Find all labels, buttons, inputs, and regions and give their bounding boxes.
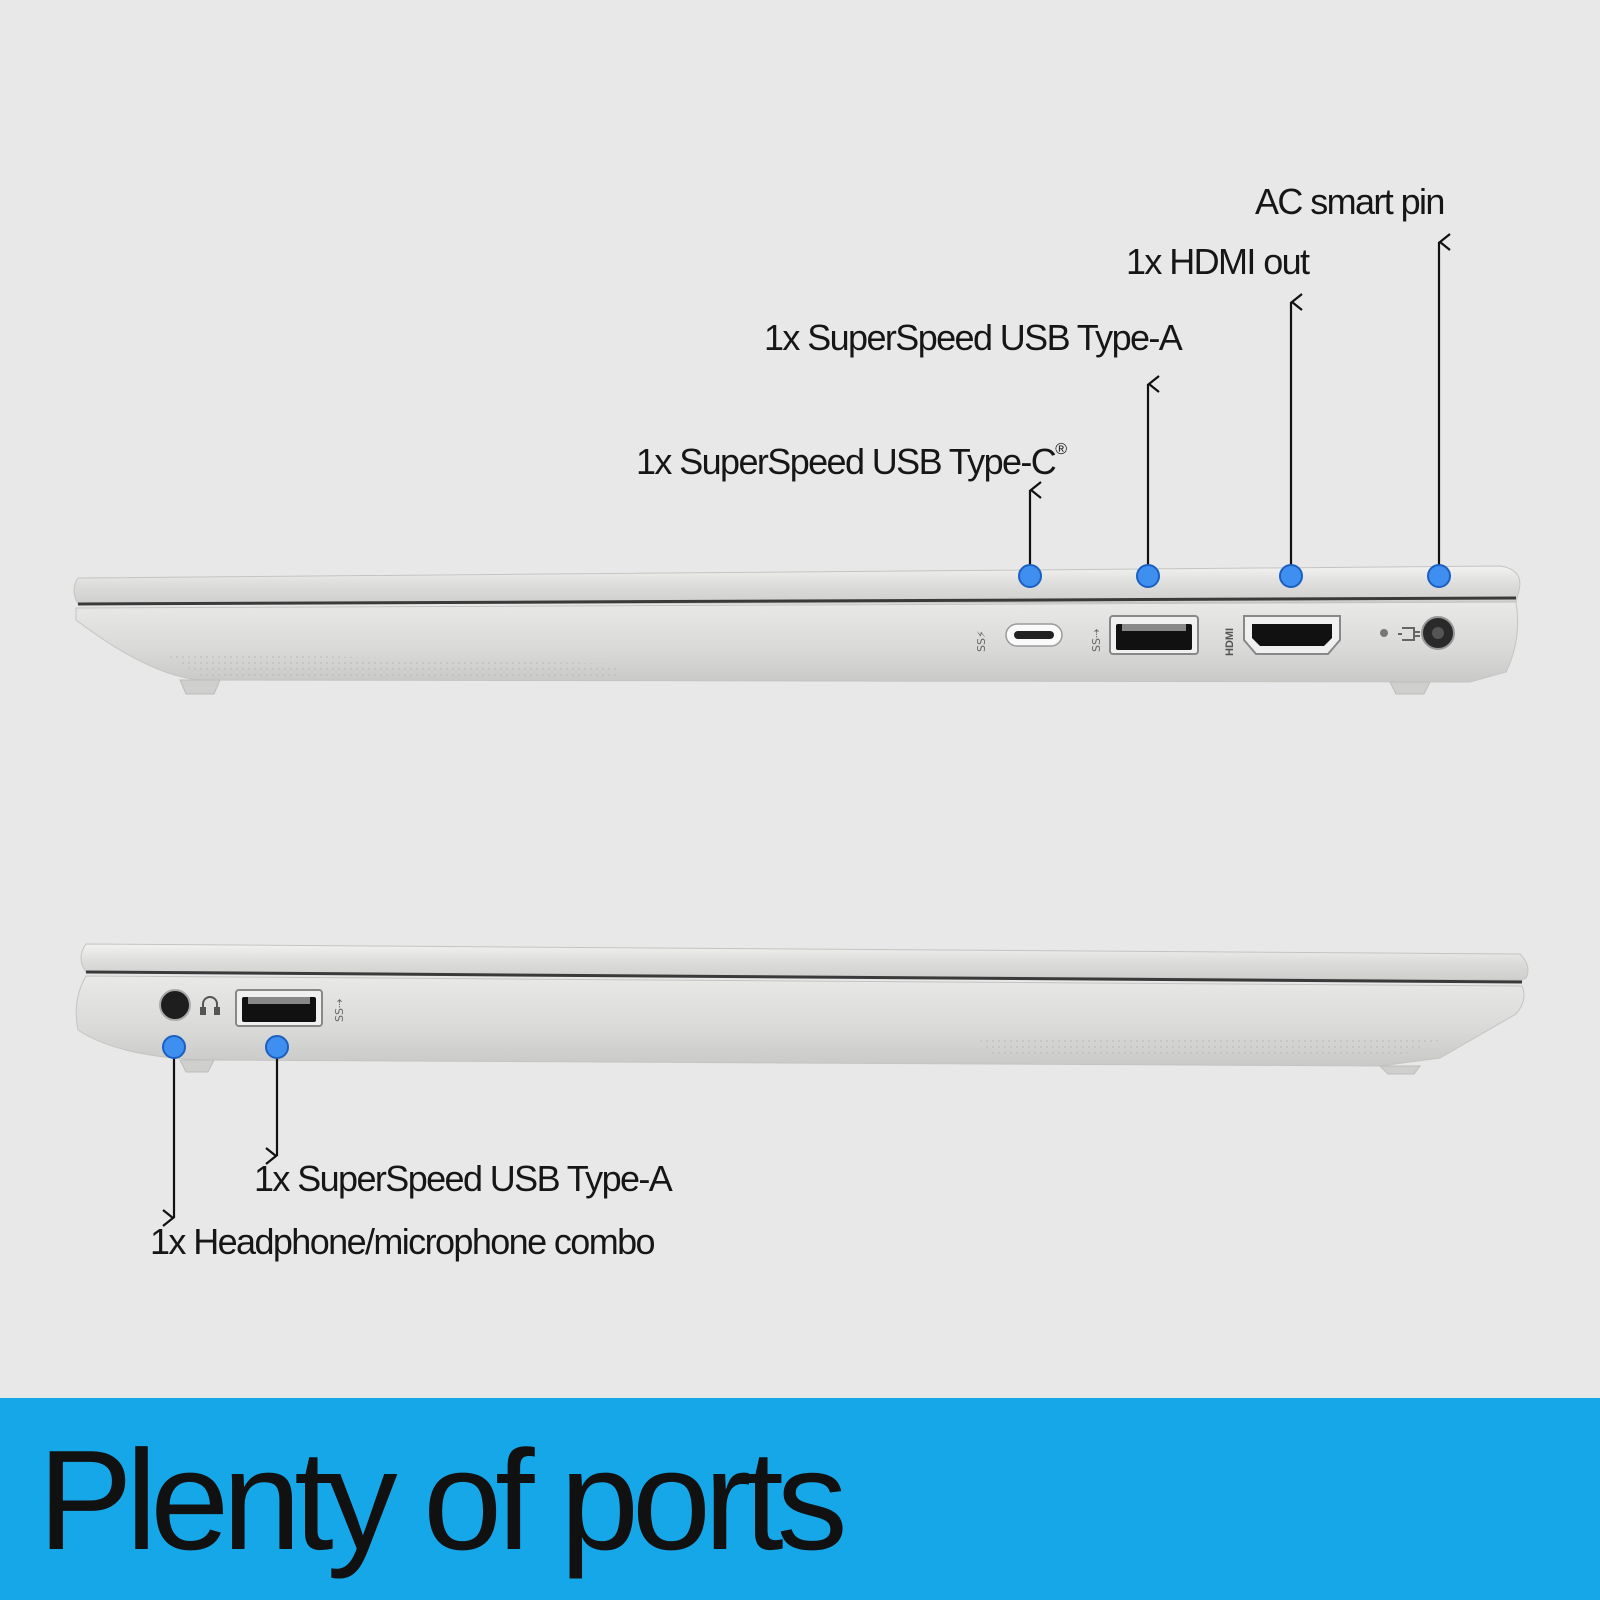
callout-dot-hdmi (1279, 564, 1303, 588)
power-led (1380, 629, 1388, 637)
label-headphone-combo: 1x Headphone/microphone combo (150, 1221, 656, 1262)
callouts-bottom (162, 1035, 289, 1227)
superspeed-thunderbolt-icon: SS⚡ (975, 630, 988, 652)
callout-dot-headphone (162, 1035, 186, 1059)
laptop-left-side: SS⇢ (75, 943, 1529, 1075)
callouts-top (1018, 233, 1451, 588)
banner-title: Plenty of ports (38, 1421, 848, 1580)
usb-c-port: SS⚡ (975, 623, 1063, 652)
banner: Plenty of ports (0, 1398, 1600, 1600)
power-plug-icon (1398, 627, 1420, 641)
usb-a-port-right: SS⇢ (1090, 615, 1199, 655)
callout-dot-usb-c (1018, 564, 1042, 588)
usb-a-port-left: SS⇢ (235, 989, 346, 1027)
callout-dot-usb-a-right (1136, 564, 1160, 588)
callout-dot-ac-pin (1427, 564, 1451, 588)
label-usb-a-left: 1x SuperSpeed USB Type-A (254, 1158, 673, 1199)
label-hdmi-out: 1x HDMI out (1126, 241, 1310, 282)
headphone-jack (159, 989, 191, 1021)
superspeed-usb-icon: SS⇢ (333, 999, 346, 1022)
laptop-right-side: SS⚡ SS⇢ HDMI (73, 565, 1521, 695)
hdmi-marking: HDMI (1224, 628, 1236, 656)
registered-mark: ® (1055, 441, 1067, 458)
headphone-icon (200, 996, 220, 1015)
laptop-lid-left (80, 943, 1529, 981)
label-ac-smart-pin: AC smart pin (1255, 181, 1445, 222)
callout-dot-usb-a-left (265, 1035, 289, 1059)
label-usb-a-right: 1x SuperSpeed USB Type-A (764, 317, 1183, 358)
label-usb-c: 1x SuperSpeed USB Type-C® (636, 441, 1067, 482)
superspeed-usb-icon: SS⇢ (1090, 629, 1103, 652)
hdmi-port: HDMI (1224, 615, 1341, 656)
ac-smart-pin-port (1421, 616, 1455, 650)
